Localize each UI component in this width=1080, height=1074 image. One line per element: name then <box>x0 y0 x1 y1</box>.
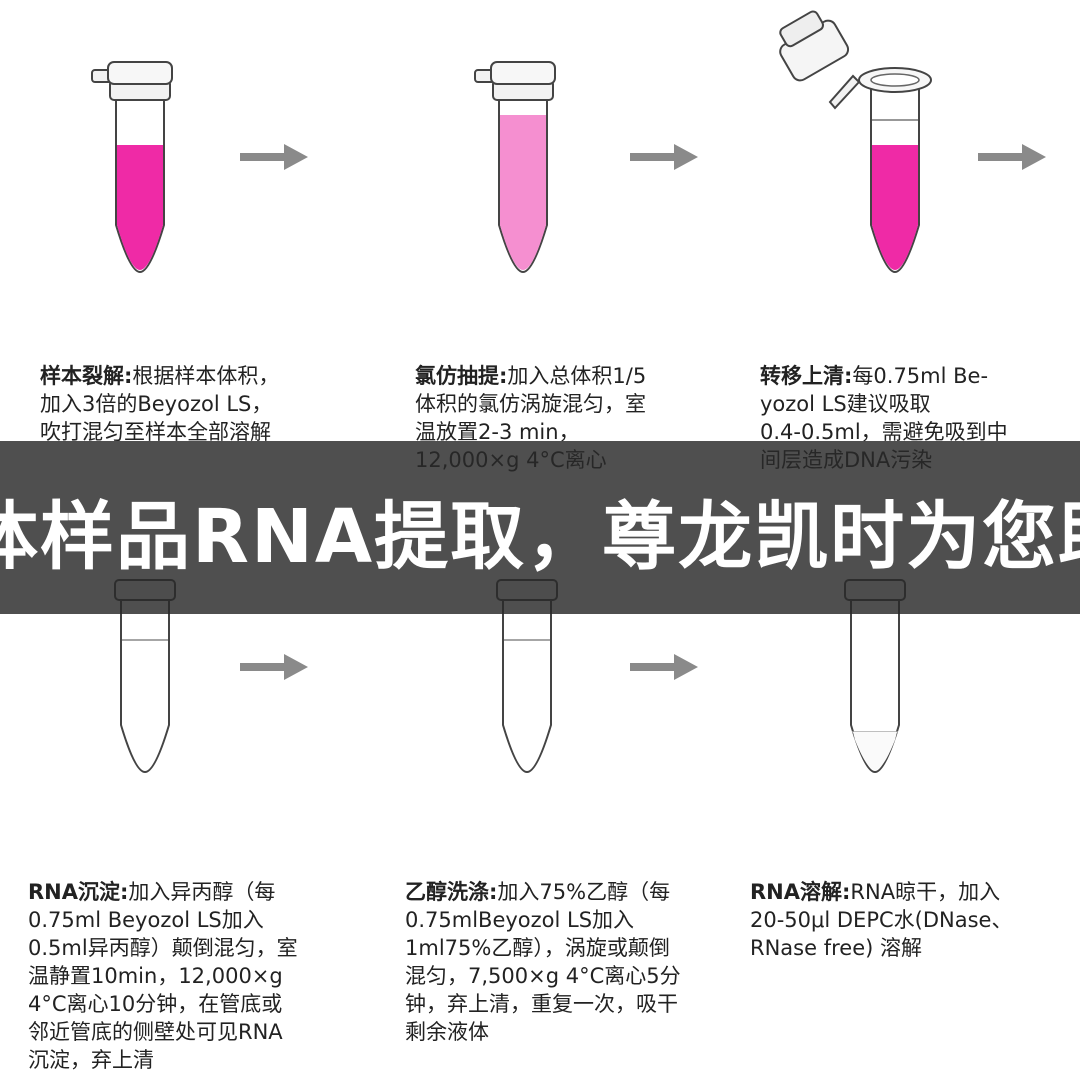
step-description: RNA溶解:RNA晾干，加入 20-50μl DEPC水(DNase、 RNas… <box>750 850 1070 962</box>
overlay-banner: 体样品RNA提取，尊龙凯时为您助 <box>0 441 1080 614</box>
step-title: 样本裂解: <box>40 364 133 388</box>
step-description: RNA沉淀:加入异丙醇（每 0.75ml Beyozol LS加入 0.5ml异… <box>28 850 388 1074</box>
right-arrow-icon <box>630 144 698 170</box>
step-description: 样本裂解:根据样本体积， 加入3倍的Beyozol LS， 吹打混匀至样本全部溶… <box>40 334 380 446</box>
tube-chloroform-icon <box>474 61 556 274</box>
step-title: 氯仿抽提: <box>415 364 508 388</box>
step-title: 乙醇洗涤: <box>405 880 498 904</box>
right-arrow-icon <box>978 144 1046 170</box>
right-arrow-icon <box>630 654 698 680</box>
step-title: 转移上清: <box>760 364 853 388</box>
step-body: RNA晾干，加入 20-50μl DEPC水(DNase、 RNase free… <box>750 880 1013 960</box>
step-body: 加入异丙醇（每 0.75ml Beyozol LS加入 0.5ml异丙醇）颠倒混… <box>28 880 298 1072</box>
step-title: RNA沉淀: <box>28 880 129 904</box>
step-body: 根据样本体积， 加入3倍的Beyozol LS， 吹打混匀至样本全部溶解 <box>40 364 280 444</box>
step-description: 乙醇洗涤:加入75%乙醇（每 0.75mlBeyozol LS加入 1ml75%… <box>405 850 735 1046</box>
tube-supernatant-icon <box>779 10 932 274</box>
banner-title: 体样品RNA提取，尊龙凯时为您助 <box>0 494 1080 580</box>
tube-lysis-icon <box>91 61 173 274</box>
step-title: RNA溶解: <box>750 880 851 904</box>
right-arrow-icon <box>240 144 308 170</box>
step-body: 加入75%乙醇（每 0.75mlBeyozol LS加入 1ml75%乙醇），涡… <box>405 880 681 1044</box>
right-arrow-icon <box>240 654 308 680</box>
